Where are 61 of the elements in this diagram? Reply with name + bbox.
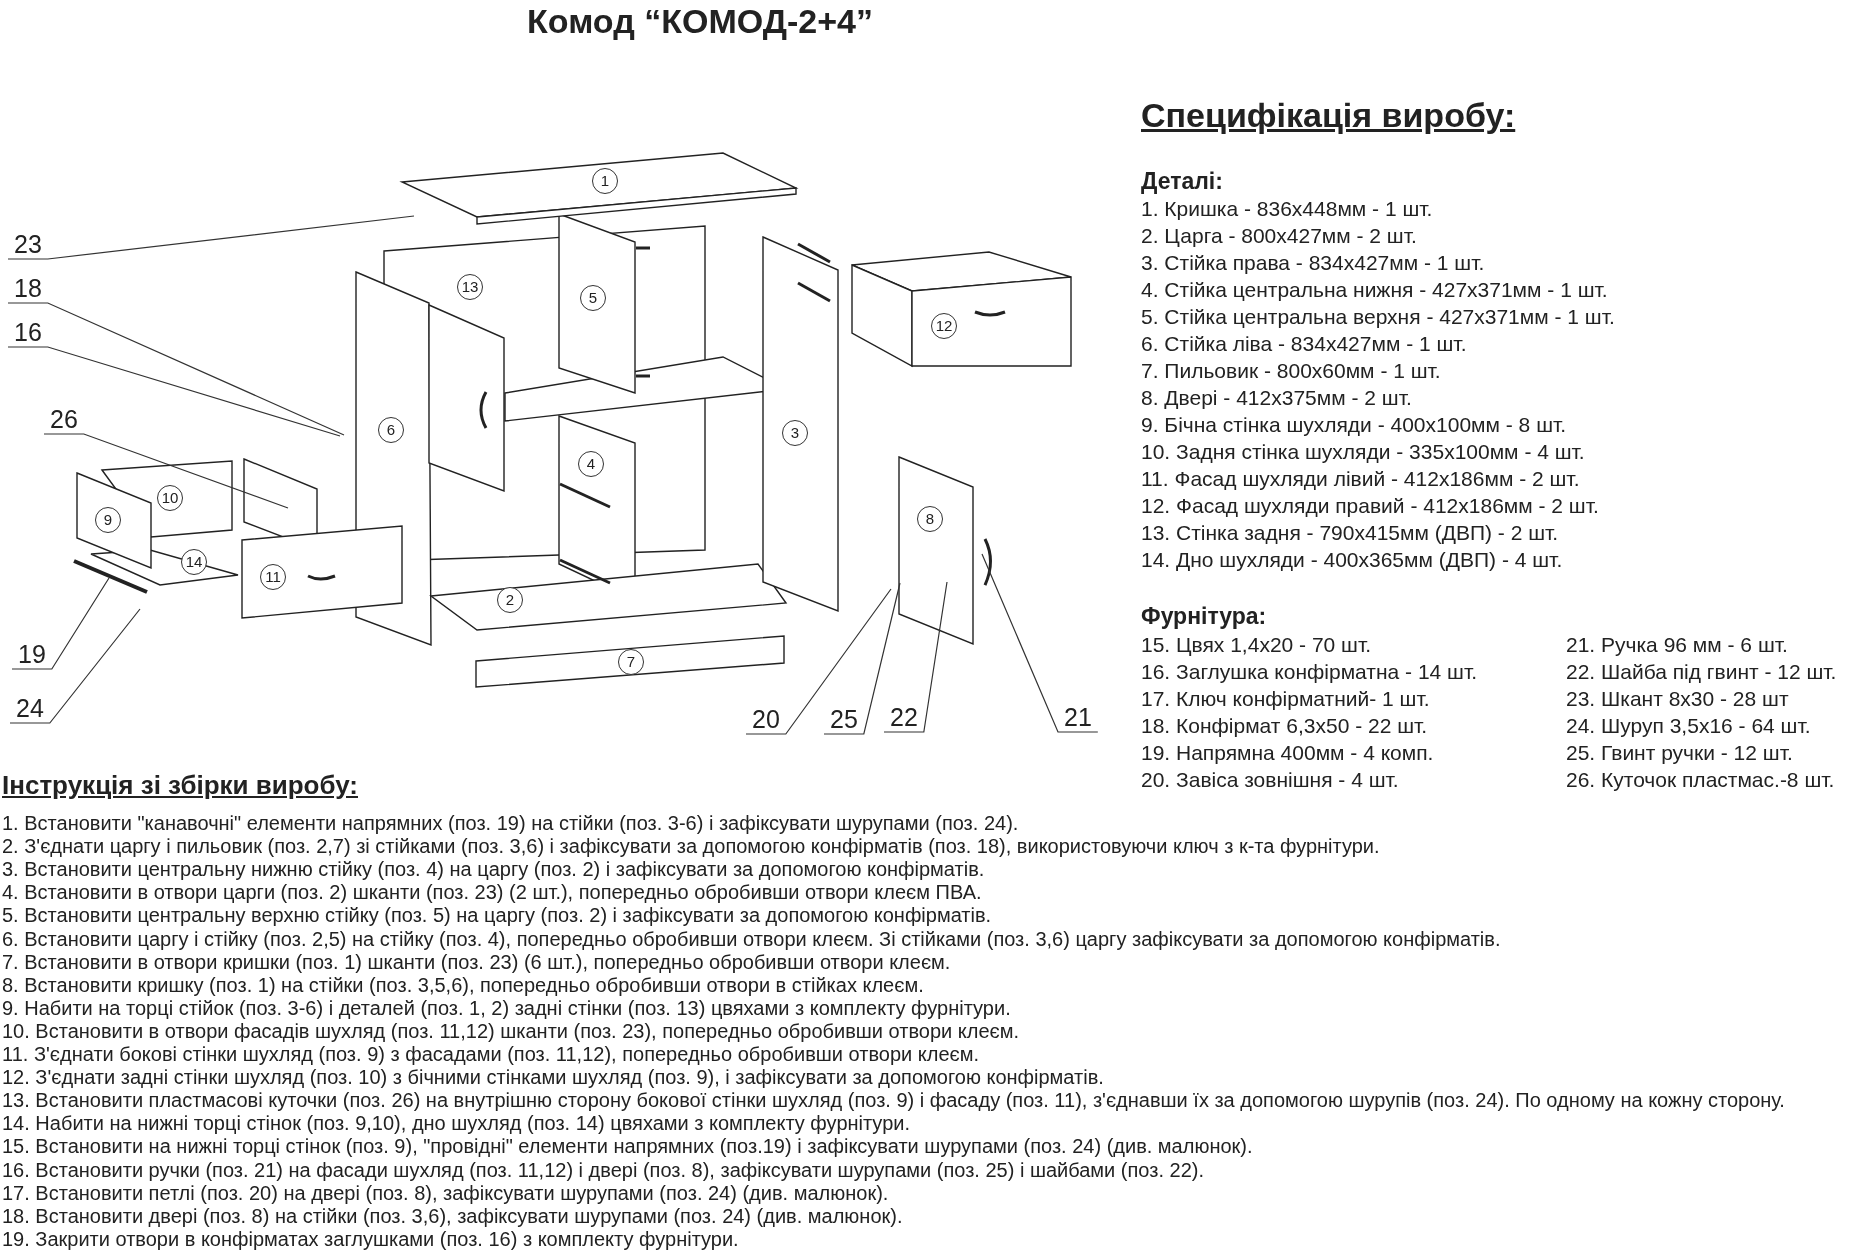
- spec-heading: Специфікація виробу:: [1141, 96, 1516, 135]
- instruction-step: 6. Встановити царгу і стійку (поз. 2,5) на стійку (поз. 4), попередньо обробивши отвори клеєм. Зі стійками (поз. 3,6) царгу зафіксувати за допомогою конфірматів.: [2, 927, 1501, 951]
- parts-list-item: 12. Фасад шухляди правий - 412x186мм - 2 шт.: [1141, 494, 1599, 518]
- instruction-step: 10. Встановити в отвори фасадів шухляд (поз. 11,12) шканти (поз. 23), попередньо обробивши отвори клеєм.: [2, 1019, 1020, 1043]
- title: Комод “КОМОД-2+4”: [526, 2, 874, 41]
- leader-line: [745, 588, 892, 735]
- instruction-step: 19. Закрити отвори в конфірматах заглушками (поз. 16) з комплекту фурнітури.: [2, 1227, 739, 1251]
- circled-part-number: 14: [181, 549, 207, 575]
- instruction-step: 8. Встановити кришку (поз. 1) на стійки (поз. 3,5,6), попередньо обробивши отвори в стійках клеєм.: [2, 973, 924, 997]
- instruction-step: 14. Набити на нижні торці стінок (поз. 9,10), дно шухляд (поз. 14) цвяхами з комплекту фурнітури.: [2, 1112, 910, 1136]
- leader-line: [7, 302, 345, 436]
- leader-line: [43, 433, 289, 509]
- instruction-step: 15. Встановити на нижні торці стінок (поз. 9), "провідні" елементи напрямних (поз.19) і зафіксувати шурупами (поз. 24) (див. малюнок).: [2, 1135, 1253, 1159]
- parts-list-item: 10. Задня стінка шухляди - 335x100мм - 4 шт.: [1141, 440, 1585, 464]
- instruction-step: 12. З'єднати задні стінки шухляд (поз. 10) з бічними стінками шухляд (поз. 9), і зафіксувати за допомогою конфірматів.: [2, 1066, 1104, 1090]
- instruction-step: 2. З'єднати царгу і пильовик (поз. 2,7) зі стійками (поз. 3,6) і зафіксувати за допомогою конфірматів (поз. 18), використовуючи ключ з к-та фурнітури.: [2, 835, 1380, 859]
- hardware-list-item: 24. Шуруп 3,5x16 - 64 шт.: [1566, 714, 1811, 738]
- parts-list-item: 5. Стійка центральна верхня - 427x371мм - 1 шт.: [1141, 305, 1615, 329]
- parts-list-item: 1. Кришка - 836x448мм - 1 шт.: [1141, 197, 1433, 221]
- instruction-step: 7. Встановити в отвори кришки (поз. 1) шканти (поз. 23) (6 шт.), попередньо обробивши отвори клеєм.: [2, 950, 951, 974]
- hardware-list-item: 18. Конфірмат 6,3x50 - 22 шт.: [1141, 714, 1428, 738]
- parts-list-item: 13. Стінка задня - 790x415мм (ДВП) - 2 шт.: [1141, 521, 1559, 545]
- instruction-step: 1. Встановити "канавочні" елементи напрямних (поз. 19) на стійки (поз. 3-6) і зафіксувати шурупами (поз. 24).: [2, 812, 1019, 835]
- leader-line: [7, 346, 341, 437]
- leader-line: [7, 215, 415, 260]
- parts-list-item: 7. Пильовик - 800x60мм - 1 шт.: [1141, 359, 1441, 383]
- hardware-list-item: 25. Гвинт ручки - 12 шт.: [1566, 741, 1793, 765]
- parts-list-item: 6. Стійка ліва - 834x427мм - 1 шт.: [1141, 332, 1467, 356]
- instruction-step: 11. З'єднати бокові стінки шухляд (поз. 9) з фасадами (поз. 11,12), попередньо обробивши отвори клеєм.: [2, 1043, 980, 1066]
- parts-list-item: 11. Фасад шухляди лівий - 412x186мм - 2 шт.: [1141, 467, 1580, 491]
- parts-list-item: 9. Бічна стінка шухляди - 400x100мм - 8 шт.: [1141, 413, 1567, 437]
- hardware-list-item: 17. Ключ конфірматний- 1 шт.: [1141, 687, 1430, 711]
- hardware-list-item: 23. Шкант 8x30 - 28 шт: [1566, 687, 1789, 711]
- hardware-list-item: 15. Цвях 1,4x20 - 70 шт.: [1141, 633, 1372, 657]
- hardware-list-item: 21. Ручка 96 мм - 6 шт.: [1566, 633, 1788, 657]
- instruction-step: 3. Встановити центральну нижню стійку (поз. 4) на царгу (поз. 2) і зафіксувати за допомогою конфірматів.: [2, 858, 985, 882]
- instruction-step: 16. Встановити ручки (поз. 21) на фасади шухляд (поз. 11,12) і двері (поз. 8), зафіксувати шурупами (поз. 25) і шайбами (поз. 22).: [2, 1158, 1204, 1182]
- hardware-list-item: 26. Куточок пластмас.-8 шт.: [1566, 768, 1835, 792]
- section-heading: Деталі:: [1141, 168, 1223, 195]
- instruction-step: 17. Встановити петлі (поз. 20) на двері (поз. 8), зафіксувати шурупами (поз. 24) (див. малюнок).: [2, 1181, 889, 1205]
- instruction-step: 5. Встановити центральну верхню стійку (поз. 5) на царгу (поз. 2) і зафіксувати за допомогою конфірматів.: [2, 904, 992, 928]
- hardware-list-item: 19. Напрямна 400мм - 4 комп.: [1141, 741, 1434, 765]
- instructions-heading: Інструкція зі збірки виробу:: [2, 770, 358, 801]
- parts-list-item: 14. Дно шухляди - 400x365мм (ДВП) - 4 шт.: [1141, 548, 1563, 572]
- instruction-step: 18. Встановити двері (поз. 8) на стійки (поз. 3,6), зафіксувати шурупами (поз. 24) (див. малюнок).: [2, 1204, 903, 1228]
- section-heading: Фурнітура:: [1141, 603, 1267, 630]
- parts-list-item: 3. Стійка права - 834x427мм - 1 шт.: [1141, 251, 1485, 275]
- parts-list-item: 2. Царга - 800x427мм - 2 шт.: [1141, 224, 1417, 248]
- parts-list-item: 4. Стійка центральна нижня - 427x371мм - 1 шт.: [1141, 278, 1608, 302]
- instruction-step: 4. Встановити в отвори царги (поз. 2) шканти (поз. 23) (2 шт.), попередньо обробивши отвори клеєм ПВА.: [2, 881, 982, 905]
- leader-line: [823, 582, 901, 735]
- instruction-step: 13. Встановити пластмасові куточки (поз. 26) на внутрішню сторону бокової стінки шухляд (поз. 9) і фасаду (поз. 11), з'єднавши їх за допомогою шурупів (поз. 24). По одному на кожну сторону.: [2, 1089, 1785, 1113]
- hardware-list-item: 20. Завіса зовнішня - 4 шт.: [1141, 768, 1399, 792]
- hardware-list-item: 22. Шайба під гвинт - 12 шт.: [1566, 660, 1837, 684]
- leader-line: [883, 581, 948, 733]
- leader-line: [981, 553, 1099, 733]
- leader-line: [9, 608, 141, 724]
- parts-list-item: 8. Двері - 412x375мм - 2 шт.: [1141, 386, 1412, 410]
- instruction-step: 9. Набити на торці стійок (поз. 3-6) і деталей (поз. 1, 2) задні стінки (поз. 13) цвяхами з комплекту фурнітури.: [2, 996, 1011, 1020]
- hardware-list-item: 16. Заглушка конфірматна - 14 шт.: [1141, 660, 1478, 684]
- leader-line: [11, 577, 110, 670]
